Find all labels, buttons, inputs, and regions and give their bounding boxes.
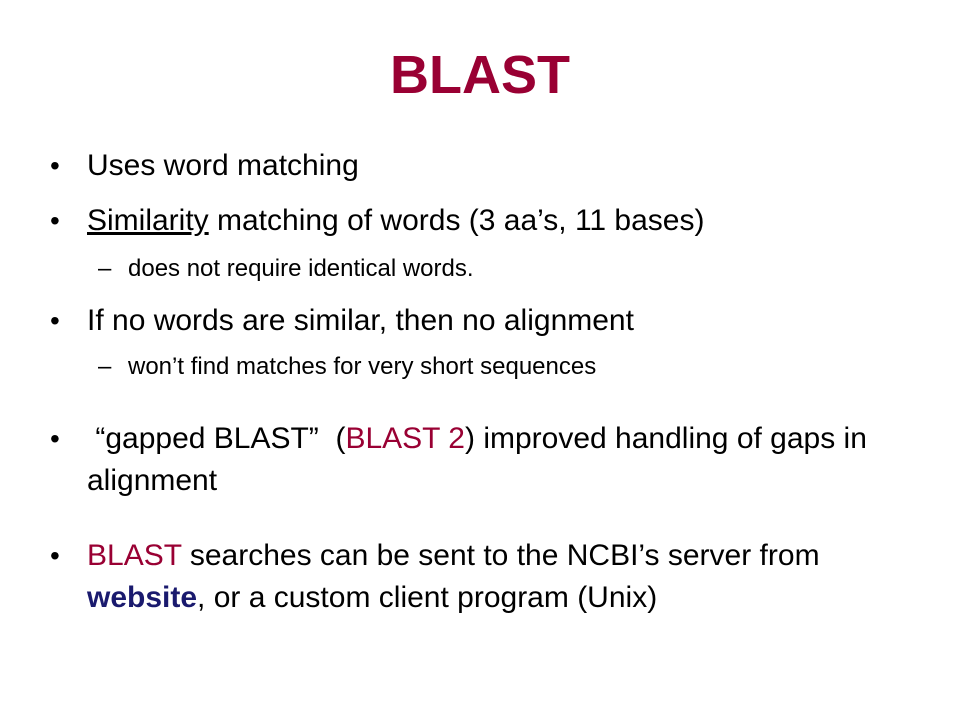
bullet-gapped-blast: • “gapped BLAST” (BLAST 2) improved hand…: [50, 418, 920, 502]
bullet-text: “gapped BLAST” (: [87, 422, 346, 455]
bullet-marker: •: [50, 305, 60, 336]
sub-marker: –: [98, 353, 112, 380]
bullet-marker: •: [50, 540, 60, 571]
sub-text: won’t find matches for very short sequen…: [128, 353, 597, 380]
bullet-text: searches can be sent to the NCBI’s serve…: [181, 539, 820, 572]
bullet-marker: •: [50, 150, 60, 181]
blast-highlight: BLAST: [87, 539, 182, 572]
sub-text: does not require identical words.: [128, 255, 474, 282]
bullet-similarity-matching: • Similarity matching of words (3 aa’s, …: [50, 200, 920, 242]
bullet-ncbi-server: • BLAST searches can be sent to the NCBI…: [50, 535, 920, 619]
sub-marker: –: [98, 255, 112, 282]
subbullet-identical-words: – does not require identical words.: [98, 252, 918, 286]
bullet-no-alignment: • If no words are similar, then no align…: [50, 300, 920, 342]
bullet-text: Uses word matching: [87, 149, 359, 182]
similarity-underlined: Similarity: [87, 204, 209, 237]
bullet-word-matching: • Uses word matching: [50, 145, 920, 187]
bullet-marker: •: [50, 423, 60, 454]
bullet-text: , or a custom client program (Unix): [197, 581, 658, 614]
bullet-marker: •: [50, 205, 60, 236]
subbullet-short-sequences: – won’t find matches for very short sequ…: [98, 350, 918, 384]
website-link[interactable]: website: [87, 581, 198, 614]
slide-title: BLAST: [390, 45, 570, 105]
blast2-highlight: BLAST 2: [345, 422, 465, 455]
bullet-text: matching of words (3 aa’s, 11 bases): [208, 204, 705, 237]
bullet-text: If no words are similar, then no alignme…: [87, 304, 634, 337]
bullet-text: ) improved handling of gaps in alignment: [87, 422, 867, 497]
